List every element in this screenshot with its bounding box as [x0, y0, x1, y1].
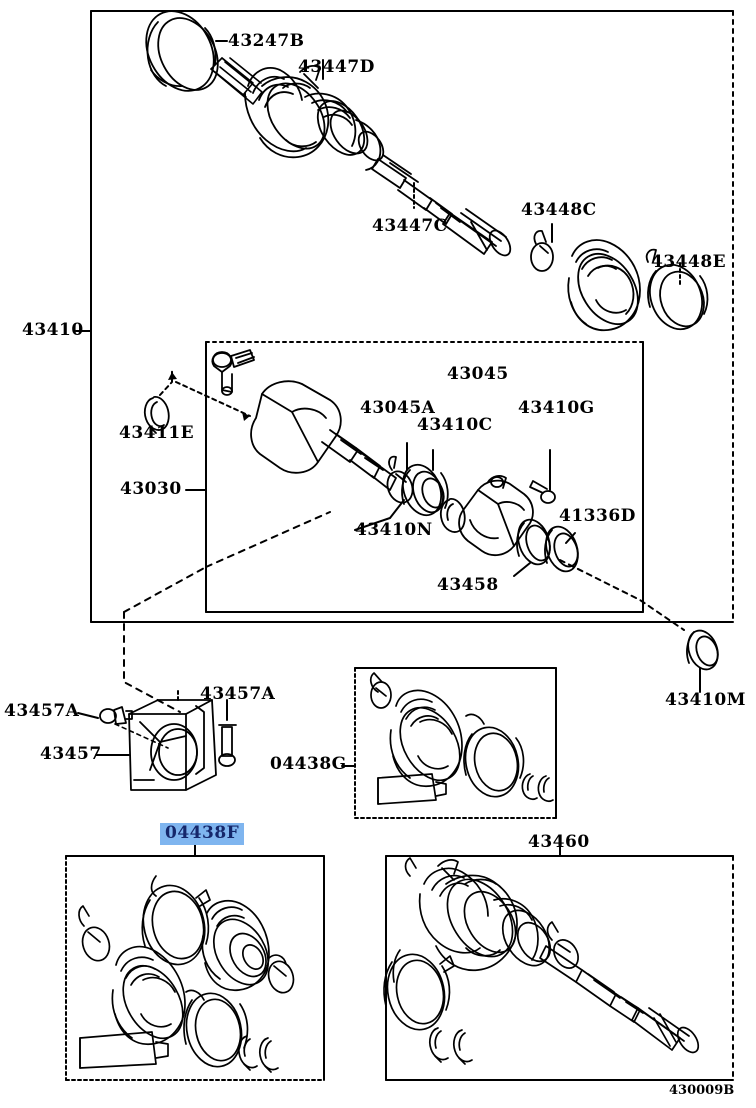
part-43447D-outboard-joint — [244, 65, 385, 171]
label-41336D[interactable]: 41336D — [559, 506, 636, 526]
label-43410C[interactable]: 43410C — [417, 415, 493, 435]
label-43457A-right[interactable]: 43457A — [200, 684, 276, 704]
box-43030 — [205, 341, 644, 613]
box-43410 — [90, 10, 734, 623]
part-43457-dust-cover — [128, 699, 217, 791]
label-43045A[interactable]: 43045A — [360, 398, 436, 418]
leader-43411E-b — [175, 381, 251, 417]
part-41336D-seal — [544, 525, 579, 573]
label-04438G[interactable]: 04438G — [270, 754, 347, 774]
part-shaft-spline-outboard — [210, 57, 263, 105]
leader-43410N — [354, 499, 405, 531]
leader-to-43410M — [559, 559, 685, 631]
part-43448-boot — [567, 239, 641, 332]
part-43410C-ring — [439, 498, 466, 533]
part-43457A-bolt-left — [99, 706, 133, 725]
leader-bolt-to-cover — [114, 723, 169, 749]
part-43458-seal — [516, 518, 551, 566]
label-43410N[interactable]: 43410N — [355, 520, 433, 540]
part-43410M-ring — [686, 629, 719, 671]
part-43411E-snap-ring — [143, 396, 170, 434]
part-43448E-band — [645, 248, 709, 331]
part-43030-joint-housing — [211, 349, 397, 491]
label-43410M[interactable]: 43410M — [665, 690, 746, 710]
leader-43030-inner — [205, 511, 331, 568]
label-43410G[interactable]: 43410G — [518, 398, 595, 418]
leader-arrow-43411E — [168, 372, 177, 380]
part-43448C-clamp — [530, 230, 554, 272]
leader-43411E — [159, 367, 173, 396]
label-43030[interactable]: 43030 — [120, 479, 182, 499]
part-43460-contents — [383, 857, 700, 1065]
leader-arrow-43411E-b — [242, 412, 250, 421]
label-43447D[interactable]: 43447D — [298, 57, 375, 77]
part-43447C-shaft — [371, 154, 512, 257]
box-04438F — [65, 855, 325, 1081]
box-43460 — [385, 855, 734, 1081]
leader-box-to-43030-b — [123, 566, 207, 613]
label-43447C[interactable]: 43447C — [372, 216, 448, 236]
label-43448C[interactable]: 43448C — [521, 200, 597, 220]
label-43247B[interactable]: 43247B — [228, 31, 305, 51]
label-04438F[interactable]: 04438F — [160, 823, 245, 845]
label-43410[interactable]: 43410 — [22, 320, 84, 340]
part-43247B-snap-ring — [145, 10, 219, 92]
leader-box-to-43457 — [123, 611, 181, 713]
label-43457[interactable]: 43457 — [40, 744, 102, 764]
footer-diagram-code: 430009B — [669, 1083, 735, 1098]
part-43410N-clamp — [386, 455, 414, 504]
label-43460[interactable]: 43460 — [528, 832, 590, 852]
label-43457A-left[interactable]: 43457A — [4, 701, 80, 721]
part-43045-housing — [458, 475, 534, 557]
part-04438G-contents — [369, 672, 554, 805]
part-43457A-bolt-right — [218, 724, 237, 767]
box-04438G — [354, 667, 557, 819]
label-43411E[interactable]: 43411E — [119, 423, 195, 443]
leader-43457A-left — [77, 712, 99, 719]
part-43045A-bearing — [401, 463, 449, 517]
label-43458[interactable]: 43458 — [437, 575, 499, 595]
leader-43458 — [513, 562, 531, 577]
part-43410G-pin — [529, 480, 556, 504]
label-43045[interactable]: 43045 — [447, 364, 509, 384]
part-04438F-contents — [78, 875, 295, 1073]
label-43448E[interactable]: 43448E — [651, 252, 727, 272]
leader-41336D — [565, 532, 576, 544]
